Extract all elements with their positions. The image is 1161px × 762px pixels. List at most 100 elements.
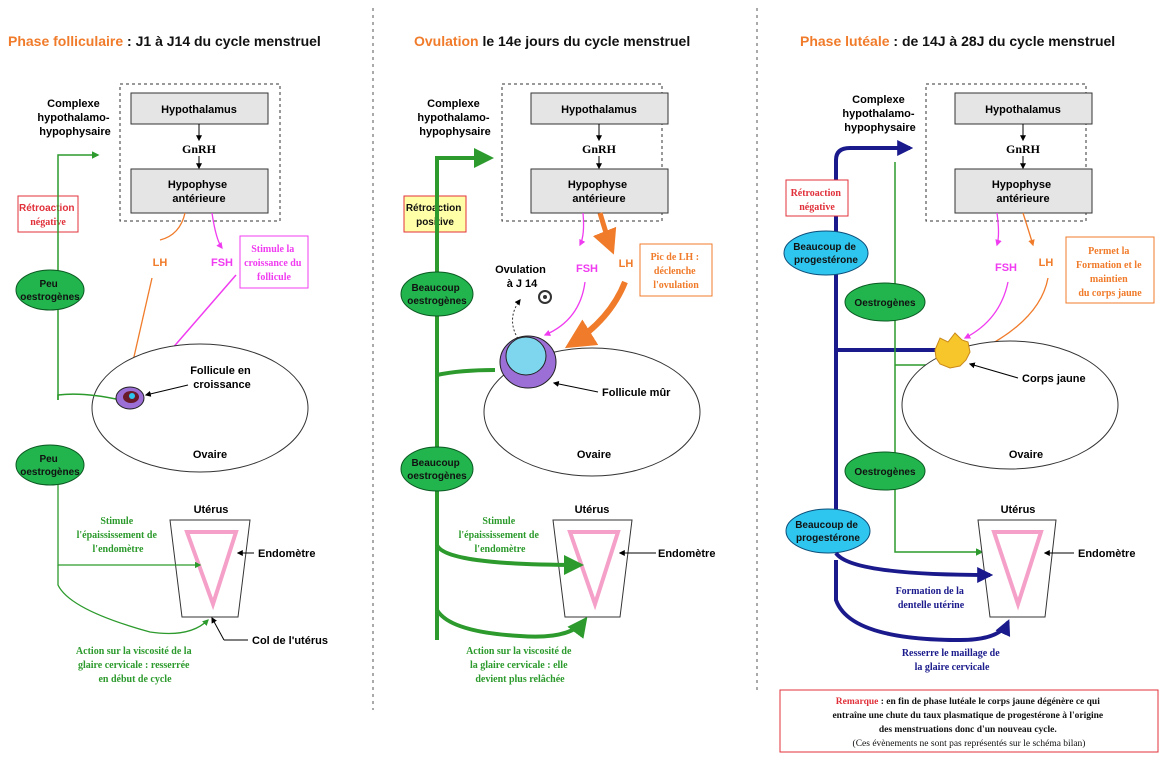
resserre-label: Resserre le maillage de la glaire cervic… [902, 648, 1002, 673]
dentelle-arrow [834, 551, 994, 583]
ovaire-label: Ovaire [1009, 449, 1043, 461]
follicule-pointer [144, 384, 189, 397]
glaire-arrow [435, 565, 588, 639]
gnrh-label: GnRH [582, 142, 617, 156]
endometre-shape [991, 530, 1044, 611]
hypothalamus-box [530, 92, 669, 125]
stimule-box [239, 235, 309, 289]
oestrogenes-label-1: Beaucoup oestrogènes [407, 283, 467, 307]
ovaire-label: Ovaire [193, 449, 227, 461]
lh-arrow-2 [978, 277, 1049, 351]
lh-arrow [1022, 212, 1035, 247]
action-label: Action sur la viscosité de la glaire cer… [466, 646, 574, 685]
col-pointer [211, 616, 225, 641]
glaire-arrow [57, 565, 209, 635]
ovaire-label: Ovaire [577, 449, 611, 461]
retroaction-box [17, 195, 79, 233]
complexe-frame [925, 83, 1087, 222]
ovocyte-core [543, 295, 547, 299]
corps-jaune [934, 332, 971, 369]
action-label: Action sur la viscosité de la glaire cer… [76, 646, 194, 685]
uterus-label: Utérus [1001, 504, 1036, 516]
fsh-arrow-2 [543, 281, 586, 336]
oestrogenes-label-2: Oestrogènes [854, 467, 916, 478]
oestrogenes-oval-2 [400, 446, 474, 492]
follicule-label: Follicule en croissance [190, 365, 254, 391]
permet-box [1065, 236, 1155, 304]
panel3-title: Phase lutéale : de 14J à 28J du cycle me… [800, 33, 1115, 49]
lh-arrow [159, 212, 186, 241]
ovaire [901, 340, 1119, 470]
oestrogenes-label-2: Peu oestrogènes [20, 454, 80, 478]
ovaire [91, 343, 309, 473]
complexe-label: Complexe hypothalamo- hypophysaire [417, 98, 492, 138]
progesterone-feedback-path [834, 140, 914, 540]
hypophyse-box [530, 168, 669, 214]
hypothalamus-label: Hypothalamus [985, 104, 1061, 116]
lh-arrow [592, 212, 617, 255]
complexe-frame [119, 83, 281, 222]
complexe-label: Complexe hypothalamo- hypophysaire [842, 94, 917, 134]
lh-arrow-2 [564, 280, 628, 349]
oestrogenes-label-1: Oestrogènes [854, 298, 916, 309]
follicle-inner [505, 336, 547, 376]
permet-label: Permet la Formation et le maintien du co… [1076, 246, 1144, 299]
complexe-label: Complexe hypothalamo- hypophysaire [37, 98, 112, 138]
endometre-label: Endomètre [1078, 548, 1135, 560]
hypophyse-label: Hypophyse antérieure [992, 179, 1054, 205]
gnrh-label: GnRH [182, 142, 217, 156]
hypophyse-box [130, 168, 269, 214]
follicule-pointer [552, 381, 599, 393]
fsh-arrow-2 [963, 281, 1009, 339]
ovulation-label: Ovulation à J 14 [495, 264, 549, 290]
formation-label: Formation de la dentelle utérine [896, 586, 967, 611]
hypothalamus-label: Hypothalamus [161, 104, 237, 116]
oestrogenes-label-2: Beaucoup oestrogènes [407, 458, 467, 482]
oestrogenes-oval-1 [400, 271, 474, 317]
fsh-label: FSH [576, 263, 598, 275]
follicle-core [129, 393, 135, 399]
hypophyse-label: Hypophyse antérieure [168, 179, 230, 205]
panel1-title: Phase folliculaire : J1 à J14 du cycle m… [8, 33, 321, 49]
feedback-path [57, 151, 100, 400]
oestrogenes-oval-2 [844, 451, 926, 491]
endometre-arrow [435, 500, 584, 575]
maillage-arrow [834, 560, 1011, 643]
lh-label: LH [153, 257, 168, 269]
stimule-label: Stimule la croissance du follicule [244, 244, 304, 283]
fsh-arrow [995, 212, 1002, 247]
ovary-link [436, 368, 496, 377]
lh-label: LH [1039, 257, 1054, 269]
fsh-arrow [211, 212, 223, 250]
oestrogenes-oval-1 [15, 269, 85, 311]
ovulation-arrow [512, 299, 521, 343]
panel-folliculaire: Phase folliculaire : J1 à J14 du cycle m… [8, 33, 328, 685]
panel2-title: Ovulation le 14e jours du cycle menstrue… [414, 33, 690, 49]
fsh-label: FSH [211, 257, 233, 269]
stimule-endo-label: Stimule l'épaississement de l'endomètre [459, 516, 542, 555]
fsh-arrow [579, 212, 586, 247]
progesterone-oval-2 [785, 508, 871, 554]
corps-jaune-label: Corps jaune [1022, 373, 1086, 385]
panel-luteale: Phase lutéale : de 14J à 28J du cycle me… [779, 33, 1159, 753]
stimule-endo-label: Stimule l'épaississement de l'endomètre [77, 516, 160, 555]
oestrogenes-oval-1 [844, 282, 926, 322]
endometre-label: Endomètre [658, 548, 715, 560]
pic-label: Pic de LH : déclenche l'ovulation [650, 252, 701, 291]
hypophyse-box [954, 168, 1093, 214]
lh-label: LH [619, 258, 634, 270]
progesterone-oval-1 [783, 230, 869, 276]
remarque-text: Remarque : en fin de phase lutéale le co… [832, 697, 1105, 749]
uterus [169, 519, 251, 618]
ovary-link [57, 393, 121, 401]
endometre-label: Endomètre [258, 548, 315, 560]
retroaction-box [785, 179, 849, 217]
complexe-frame [501, 83, 663, 222]
progesterone-label-1: Beaucoup de progestérone [793, 242, 859, 266]
panel-ovulation: Ovulation le 14e jours du cycle menstrue… [400, 33, 715, 685]
gnrh-label: GnRH [1006, 142, 1041, 156]
col-label: Col de l'utérus [252, 635, 328, 647]
follicule-label: Follicule mûr [602, 387, 671, 399]
pic-box [639, 243, 713, 297]
